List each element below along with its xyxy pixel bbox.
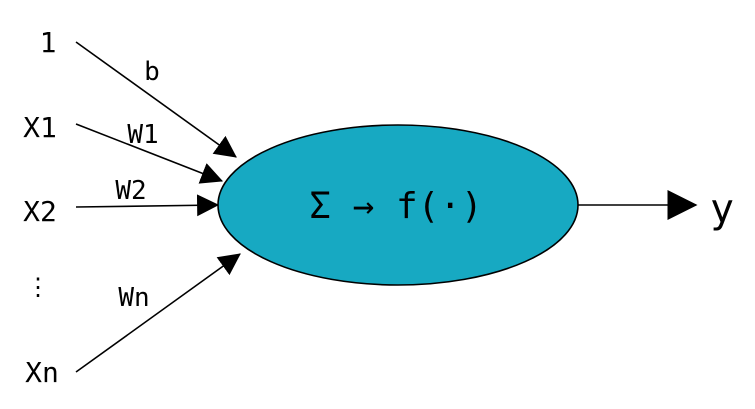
x2-arrow xyxy=(75,194,220,217)
w2-weight-label: W2 xyxy=(115,176,146,206)
x2-input-label: X2 xyxy=(23,195,57,228)
xn-arrow xyxy=(75,253,241,373)
bias-input-label: 1 xyxy=(40,26,57,59)
output-label: y xyxy=(710,186,734,232)
inputs-ellipsis: ⋮ xyxy=(26,273,50,301)
x1-input-label: X1 xyxy=(23,111,57,144)
bias-weight-label: b xyxy=(144,57,160,87)
bias-arrow xyxy=(75,41,237,158)
x1-arrow xyxy=(75,123,224,184)
xn-input-label: Xn xyxy=(25,356,59,389)
wn-weight-label: Wn xyxy=(118,283,149,313)
neuron-formula: Σ → f(·) xyxy=(309,186,482,227)
w1-weight-label: W1 xyxy=(127,120,158,150)
